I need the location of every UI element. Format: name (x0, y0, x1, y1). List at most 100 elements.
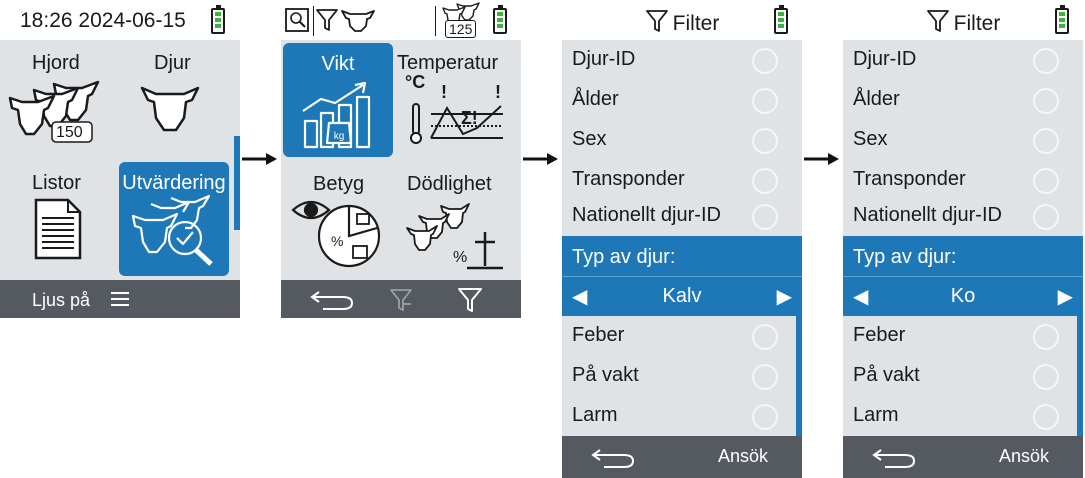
cow-head-icon (140, 86, 200, 132)
light-on-label[interactable]: Ljus på (32, 290, 91, 310)
radio-button[interactable] (752, 204, 778, 230)
tile-hjord-label: Hjord (32, 52, 80, 74)
clock: 18:26 2024-06-15 (20, 9, 186, 32)
svg-text:%: % (331, 233, 343, 249)
herd-count-badge: 150 (56, 124, 83, 141)
filter-option[interactable]: Larm (843, 396, 1075, 436)
svg-text:%: % (453, 249, 467, 266)
filter-option[interactable]: Transponder (562, 160, 794, 200)
filter-option[interactable]: Transponder (843, 160, 1075, 200)
svg-text:Σ!: Σ! (461, 108, 478, 128)
arrow-left-icon[interactable]: ◀ (572, 286, 588, 308)
arrow-right-icon[interactable]: ▶ (1057, 286, 1073, 308)
bottom-bar: Ansök (562, 436, 802, 478)
radio-button[interactable] (752, 168, 778, 194)
filter-option[interactable]: Larm (562, 396, 794, 436)
filter-icon (316, 9, 338, 31)
main-menu-screen: 18:26 2024-06-15 Hjord 150 Djur Listor (0, 0, 240, 318)
tile-listor-label: Listor (32, 172, 81, 194)
filter-option[interactable]: På vakt (562, 356, 794, 396)
status-bar: Filter (843, 0, 1083, 40)
filter-screen-ko: Filter Djur-ID Ålder Sex Transponder Nat… (843, 0, 1083, 478)
evaluation-screen: 125 Vikt kg Temperatur °C (281, 0, 521, 318)
scroll-indicator[interactable] (796, 292, 802, 436)
radio-button[interactable] (752, 324, 778, 350)
filter-remove-icon[interactable] (389, 288, 413, 312)
filter-icon[interactable] (457, 287, 483, 313)
bottom-bar (281, 280, 521, 318)
scroll-indicator[interactable] (1077, 292, 1083, 436)
herd-count-badge: 125 (445, 20, 477, 38)
filter-option[interactable]: Djur-ID (562, 40, 794, 80)
back-arrow-icon[interactable] (590, 446, 636, 470)
status-bar: Filter (562, 0, 802, 40)
tile-utvardering[interactable]: Utvärdering (119, 162, 229, 276)
battery-icon (1055, 5, 1069, 34)
status-bar: 125 (281, 0, 521, 40)
tile-temperatur-label: Temperatur (397, 52, 499, 74)
celsius-unit: °C (405, 72, 426, 92)
filter-title: Filter (843, 9, 1083, 36)
filter-option[interactable]: Sex (843, 120, 1075, 160)
cow-head-icon (341, 10, 375, 32)
evaluation-report-icon (285, 8, 309, 32)
status-bar: 18:26 2024-06-15 (0, 0, 240, 40)
mortality-icon: % (406, 203, 503, 270)
animal-type-selector[interactable]: Typ av djur: ◀ Ko ▶ (843, 236, 1083, 316)
radio-button[interactable] (1033, 128, 1059, 154)
apply-button[interactable]: Ansök (998, 446, 1049, 466)
tile-djur-label: Djur (154, 52, 191, 74)
animal-type-value: Ko (950, 285, 976, 307)
radio-button[interactable] (1033, 168, 1059, 194)
apply-button[interactable]: Ansök (717, 446, 768, 466)
filter-option[interactable]: Nationellt djur-ID (843, 196, 1075, 236)
animal-type-label: Typ av djur: (572, 246, 676, 268)
bottom-bar: Ljus på (0, 280, 240, 318)
tile-dodlighet-label: Dödlighet (407, 173, 492, 195)
radio-button[interactable] (752, 364, 778, 390)
arrow-left-icon[interactable]: ◀ (853, 286, 869, 308)
animal-type-value: Kalv (662, 285, 702, 307)
radio-button[interactable] (1033, 88, 1059, 114)
filter-option[interactable]: Feber (562, 316, 794, 356)
evaluation-search-icon (131, 194, 213, 266)
filter-option[interactable]: Ålder (562, 80, 794, 120)
filter-option[interactable]: Djur-ID (843, 40, 1075, 80)
herd-icon (8, 80, 100, 143)
radio-button[interactable] (1033, 404, 1059, 430)
tile-vikt-label: Vikt (321, 53, 355, 75)
filter-option[interactable]: På vakt (843, 356, 1075, 396)
document-list-icon (34, 198, 82, 260)
radio-button[interactable] (752, 48, 778, 74)
radio-button[interactable] (1033, 364, 1059, 390)
svg-text:!: ! (495, 82, 501, 102)
tile-vikt[interactable]: Vikt kg (283, 43, 393, 157)
bottom-bar: Ansök (843, 436, 1083, 478)
back-arrow-icon[interactable] (871, 446, 917, 470)
filter-option[interactable]: Feber (843, 316, 1075, 356)
svg-text:kg: kg (334, 131, 345, 142)
svg-text:!: ! (441, 82, 447, 102)
radio-button[interactable] (752, 404, 778, 430)
tile-betyg-label: Betyg (313, 173, 365, 195)
battery-icon (493, 5, 507, 34)
radio-button[interactable] (1033, 48, 1059, 74)
arrow-right-icon[interactable]: ▶ (776, 286, 792, 308)
filter-title: Filter (562, 9, 802, 36)
radio-button[interactable] (1033, 204, 1059, 230)
scroll-indicator[interactable] (234, 136, 240, 230)
filter-option[interactable]: Ålder (843, 80, 1075, 120)
radio-button[interactable] (1033, 324, 1059, 350)
rating-chart-icon: % (291, 200, 381, 268)
tile-utvardering-label: Utvärdering (122, 172, 226, 194)
filter-option[interactable]: Sex (562, 120, 794, 160)
arrow-right-icon (242, 153, 277, 165)
filter-icon (645, 10, 668, 32)
radio-button[interactable] (752, 128, 778, 154)
animal-type-selector[interactable]: Typ av djur: ◀ Kalv ▶ (562, 236, 802, 316)
hamburger-menu-icon[interactable] (110, 291, 130, 307)
filter-option[interactable]: Nationellt djur-ID (562, 196, 794, 236)
herd-icon (442, 2, 480, 24)
back-arrow-icon[interactable] (309, 288, 355, 312)
radio-button[interactable] (752, 88, 778, 114)
